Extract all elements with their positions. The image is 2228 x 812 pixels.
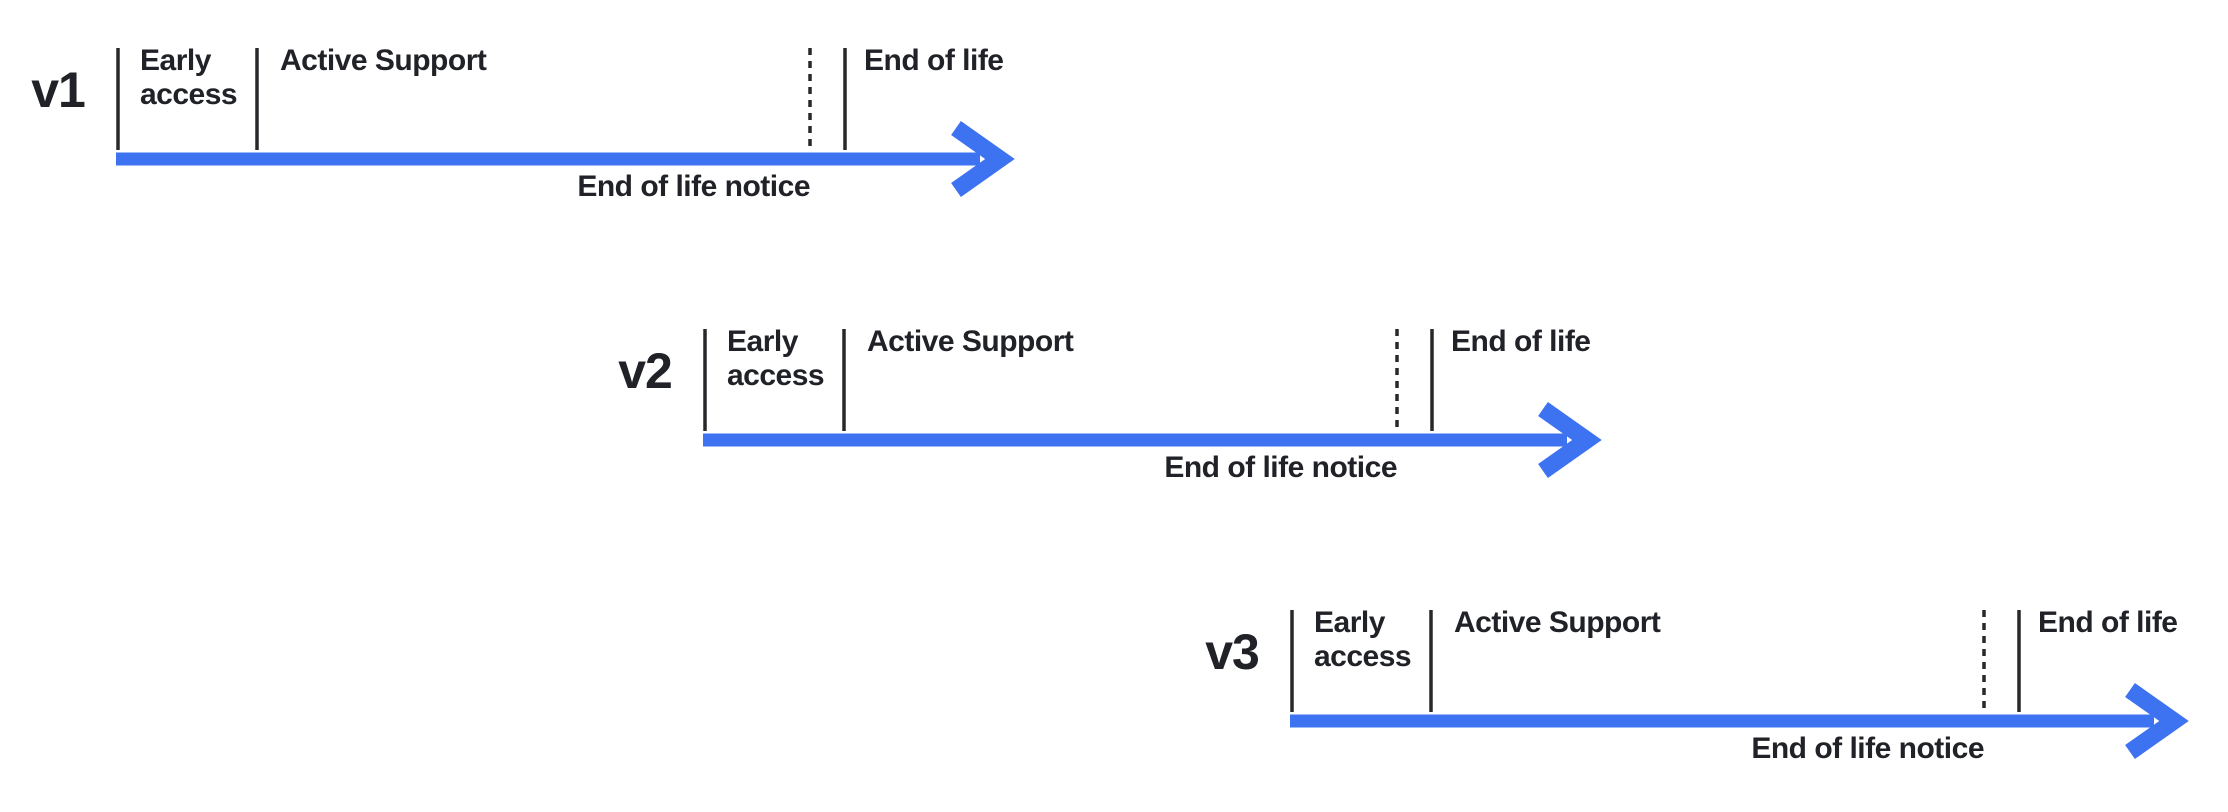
timeline-v3: v3 Early access Active Support End of li… [1174, 562, 2214, 772]
version-label: v1 [31, 62, 86, 118]
timeline-v2: v2 Early access Active Support End of li… [587, 281, 1627, 491]
arrow-head-icon [1538, 402, 1602, 478]
version-label: v2 [618, 343, 673, 399]
end-of-life-label: End of life [864, 44, 1004, 77]
active-support-label: Active Support [280, 44, 487, 77]
early-access-label: Early access [1314, 606, 1412, 673]
end-of-life-label: End of life [2038, 606, 2178, 639]
early-access-label: Early access [727, 325, 825, 392]
active-support-label: Active Support [1454, 606, 1661, 639]
end-of-life-label: End of life [1451, 325, 1591, 358]
end-of-life-notice-label: End of life notice [1164, 451, 1397, 484]
version-label: v3 [1205, 624, 1260, 680]
arrow-head-icon [951, 121, 1015, 197]
timeline-axis-v2 [703, 329, 1602, 478]
early-access-label: Early access [140, 44, 238, 111]
active-support-label: Active Support [867, 325, 1074, 358]
timeline-axis-v1 [116, 48, 1015, 197]
end-of-life-notice-label: End of life notice [577, 170, 810, 203]
timeline-axis-v3 [1290, 610, 2189, 759]
end-of-life-notice-label: End of life notice [1751, 732, 1984, 765]
arrow-head-icon [2125, 683, 2189, 759]
timeline-v1: v1 Early access Active Support End of li… [0, 0, 1040, 210]
